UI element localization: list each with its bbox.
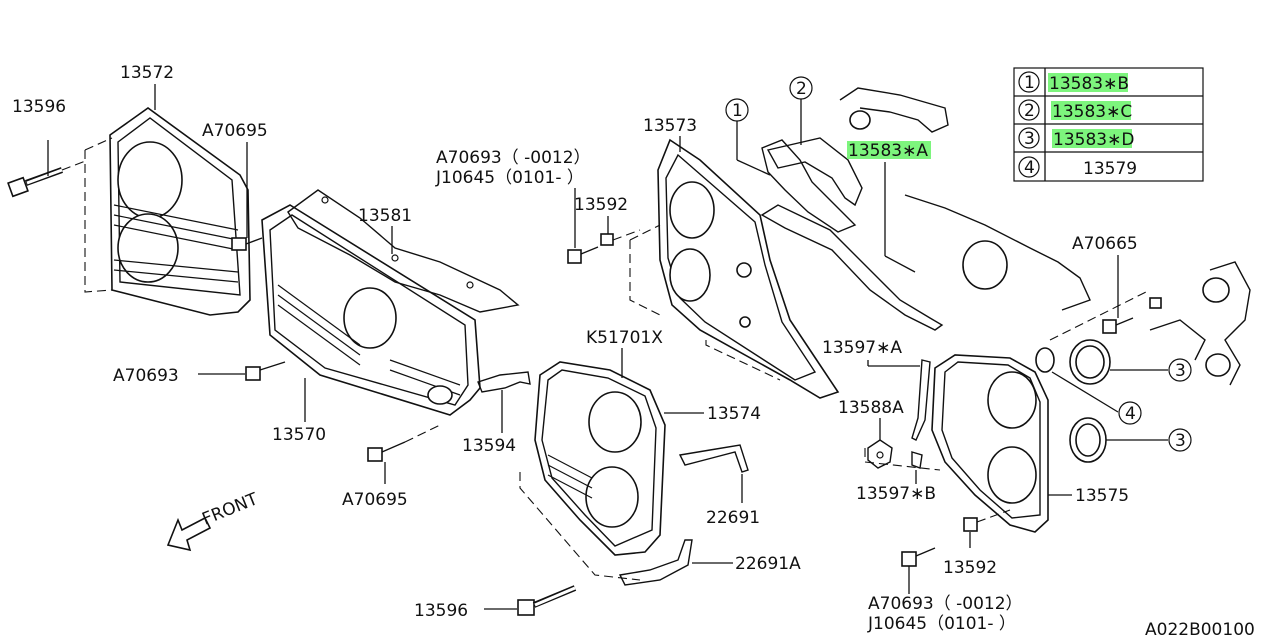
- callout-k51701x: K51701X: [586, 328, 663, 348]
- bracket-13594[interactable]: [477, 371, 531, 393]
- timing-belt-cover-13575[interactable]: [931, 354, 1049, 533]
- gasket-13583-c[interactable]: [760, 137, 944, 331]
- callout-22691: 22691: [706, 508, 760, 528]
- callout-13596-top: 13596: [12, 97, 66, 117]
- timing-belt-cover-13570[interactable]: [261, 204, 481, 416]
- bolt-13596-bottom[interactable]: [517, 585, 577, 616]
- marker-4-label: 4: [1125, 404, 1136, 424]
- callout-a70693-left: A70693: [113, 366, 179, 386]
- legend-marker-1: 1: [1024, 73, 1035, 93]
- timing-belt-cover-13572[interactable]: [109, 107, 251, 316]
- marker-3-lower: [1168, 428, 1192, 452]
- callout-13597b: 13597∗B: [856, 484, 936, 504]
- cover-13574-fins: [547, 454, 593, 499]
- callout-13583a[interactable]: 13583∗A: [848, 141, 928, 161]
- engine-block-outline: [839, 87, 1251, 386]
- bolt-a70693-bottom[interactable]: [901, 547, 936, 567]
- callout-a70665: A70665: [1072, 234, 1138, 254]
- legend-part-4[interactable]: 13579: [1083, 159, 1137, 179]
- callout-13592-top: 13592: [574, 195, 628, 215]
- timing-belt-cover-13574[interactable]: [534, 361, 666, 556]
- callout-22691a: 22691A: [735, 554, 801, 574]
- oil-seal-13583-d-upper[interactable]: [1069, 339, 1111, 385]
- nut-13592-bottom[interactable]: [963, 517, 978, 532]
- gasket-13583-b[interactable]: [761, 139, 857, 233]
- marker-3-upper-label: 3: [1175, 361, 1186, 381]
- bolt-13596-top[interactable]: [7, 167, 64, 198]
- callout-13570: 13570: [272, 425, 326, 445]
- gasket-13581[interactable]: [287, 189, 520, 313]
- bolt-a70665[interactable]: [1102, 317, 1134, 334]
- marker-3-lower-label: 3: [1175, 431, 1186, 451]
- legend-part-3[interactable]: 13583∗D: [1053, 130, 1134, 150]
- legend-part-2[interactable]: 13583∗C: [1052, 102, 1132, 122]
- callout-13573: 13573: [643, 116, 697, 136]
- callout-13596-bottom: 13596: [414, 601, 468, 621]
- marker-4: [1118, 401, 1142, 425]
- guide-13597-b[interactable]: [911, 451, 923, 469]
- callout-a70693-top: A70693（ -0012）: [436, 148, 591, 168]
- marker-2-top-label: 2: [796, 79, 807, 99]
- legend-marker-4: 4: [1024, 158, 1035, 178]
- bracket-22691[interactable]: [678, 444, 749, 473]
- callout-j10645-top: J10645（0101- ）: [435, 168, 584, 188]
- callout-a70695-top: A70695: [202, 121, 268, 141]
- callout-13594: 13594: [462, 436, 516, 456]
- marker-1-top-label: 1: [732, 101, 743, 121]
- diagram-code: A022B00100: [1145, 620, 1255, 639]
- oil-seal-13583-d-lower[interactable]: [1069, 417, 1107, 463]
- callout-13581: 13581: [358, 206, 412, 226]
- callout-13588a: 13588A: [838, 398, 904, 418]
- callout-13572: 13572: [120, 63, 174, 83]
- callout-a70693-bottom: A70693（ -0012）: [868, 594, 1023, 614]
- legend-marker-2: 2: [1024, 101, 1035, 121]
- callout-13575: 13575: [1075, 486, 1129, 506]
- callout-a70695-bottom: A70695: [342, 490, 408, 510]
- legend-table: 1 13583∗B 2 13583∗C 3 13583∗D 4 13579: [1013, 67, 1204, 182]
- front-label: FRONT: [199, 489, 261, 530]
- front-direction-arrow: FRONT: [166, 489, 261, 552]
- marker-3-upper: [1168, 358, 1192, 382]
- callout-13597a: 13597∗A: [822, 338, 902, 358]
- cover-fins: [113, 204, 239, 283]
- bolt-a70693-left[interactable]: [245, 361, 286, 381]
- highlight-13583a: [847, 141, 931, 159]
- legend-part-1[interactable]: 13583∗B: [1049, 74, 1129, 94]
- callout-j10645-bottom: J10645（0101- ）: [867, 614, 1016, 634]
- guide-13597-a[interactable]: [911, 359, 931, 441]
- callout-13574: 13574: [707, 404, 761, 424]
- bracket-22691a[interactable]: [618, 539, 693, 586]
- nut-13592-top[interactable]: [600, 233, 614, 246]
- bolt-a70695-top[interactable]: [231, 237, 263, 251]
- timing-belt-cover-13573[interactable]: [657, 138, 840, 399]
- o-ring-13579[interactable]: [1035, 347, 1055, 373]
- nut-a70665[interactable]: [1149, 297, 1162, 309]
- callout-13592-bottom: 13592: [943, 558, 997, 578]
- bolt-a70693-top[interactable]: [567, 246, 599, 264]
- bolt-a70695-bottom[interactable]: [367, 441, 406, 462]
- legend-marker-3: 3: [1024, 129, 1035, 149]
